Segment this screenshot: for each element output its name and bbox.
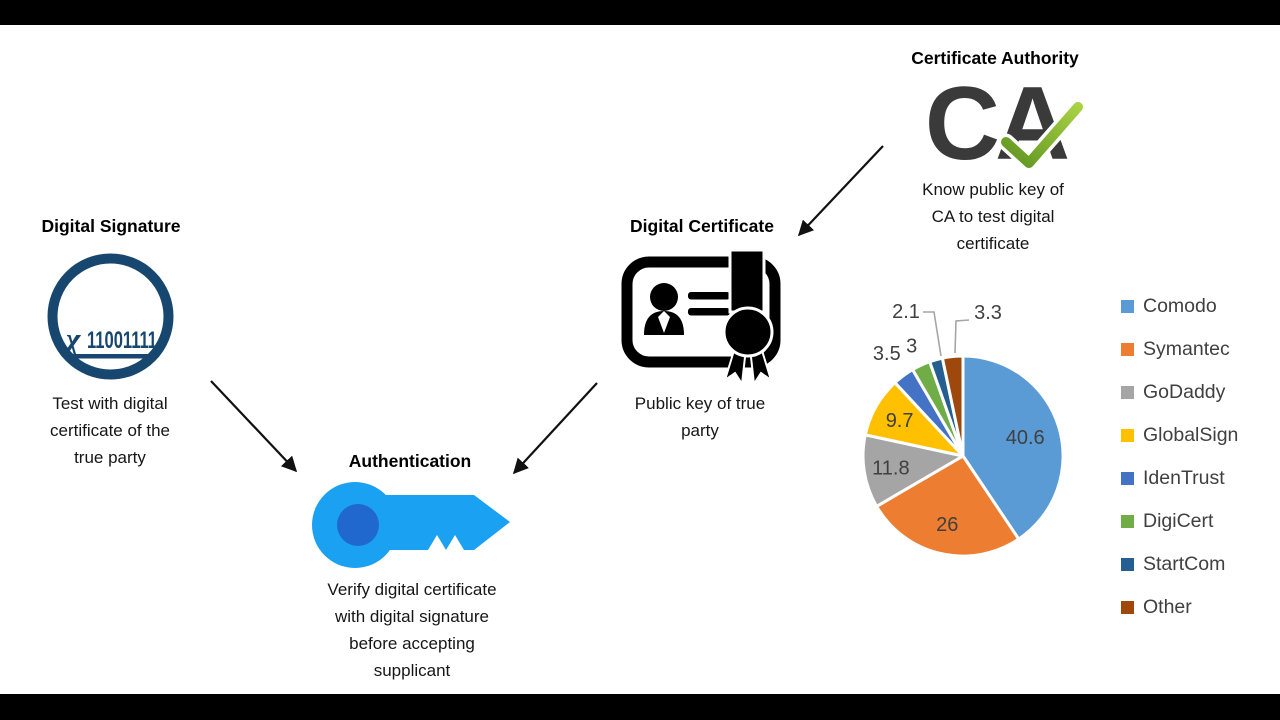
pie-leader-line [923,311,942,357]
certificate-text-line-1 [688,292,730,300]
certificate-icon [621,248,781,387]
arrow-certificate-to-authentication [512,382,598,475]
pie-value-label-globalsign: 9.7 [886,410,914,432]
legend-swatch [1121,601,1134,614]
arrow-signature-to-authentication [210,380,298,473]
letterbox-top [0,0,1280,25]
pie-slice-other [940,354,965,458]
pie-leader-line [954,319,970,354]
legend-label: GoDaddy [1143,381,1226,403]
digital-signature-icon: χ 11001111 [47,253,174,380]
legend-label: StartCom [1143,553,1226,575]
pie-slice-comodo [961,354,1065,541]
digital-signature-title: Digital Signature [41,216,181,236]
legend-label: GlobalSign [1143,424,1239,446]
digital-certificate-title: Digital Certificate [630,216,774,236]
digital-signature-caption: Test with digital certificate of the tru… [49,394,171,467]
legend-label: Comodo [1143,295,1217,317]
certificate-rosette [722,306,774,358]
pie-value-label-digicert: 3 [906,335,917,357]
ca-logo-text: CA [924,66,1070,182]
letterbox-bottom [0,694,1280,720]
pie-value-label-startcom: 2.1 [892,301,920,323]
legend-item-digicert: DigiCert [1121,500,1238,543]
legend-item-other: Other [1121,586,1238,629]
pie-value-label-other: 3.3 [974,302,1002,324]
certificate-authority-caption: Know public key of CA to test digital ce… [922,180,1064,253]
pie-value-label-identrust: 3.5 [873,343,901,365]
pie-value-label-godaddy: 11.8 [872,457,909,479]
legend-item-startcom: StartCom [1121,543,1238,586]
key-shaft [382,495,510,550]
legend-swatch [1121,558,1134,571]
key-head-hole [337,504,379,546]
pie-value-label-comodo: 40.6 [1006,427,1045,449]
legend-label: Other [1143,596,1192,618]
legend-item-globalsign: GlobalSign [1121,414,1238,457]
legend-label: DigiCert [1143,510,1214,532]
signature-seal-circle [47,253,174,380]
legend-swatch [1121,515,1134,528]
certificate-authority-title: Certificate Authority [911,48,1079,68]
legend-item-comodo: Comodo [1121,285,1238,328]
signature-binary-text: 11001111 [87,327,157,354]
legend-item-identrust: IdenTrust [1121,457,1238,500]
legend-item-symantec: Symantec [1121,328,1238,371]
certificate-text-line-2 [688,308,730,316]
authentication-title: Authentication [348,451,472,471]
ca-checkmark-icon [997,98,1087,172]
arrow-ca-to-certificate [797,145,884,237]
certificate-person-tie [658,311,670,333]
legend-label: Symantec [1143,338,1230,360]
digital-certificate-caption: Public key of true party [634,394,766,440]
certificate-person-head [650,283,678,311]
legend-label: IdenTrust [1143,467,1225,489]
pie-value-label-symantec: 26 [936,514,958,536]
certificate-ribbon-banner [728,248,766,314]
legend-swatch [1121,386,1134,399]
key-icon [312,482,510,568]
signature-chi-symbol: χ [62,321,81,356]
legend-swatch [1121,429,1134,442]
legend-swatch [1121,472,1134,485]
pie-slice-symantec [875,454,1021,558]
authentication-caption: Verify digital certificate with digital … [327,580,497,680]
legend-swatch [1121,300,1134,313]
legend-swatch [1121,343,1134,356]
legend-item-godaddy: GoDaddy [1121,371,1238,414]
signature-underline [64,354,157,359]
